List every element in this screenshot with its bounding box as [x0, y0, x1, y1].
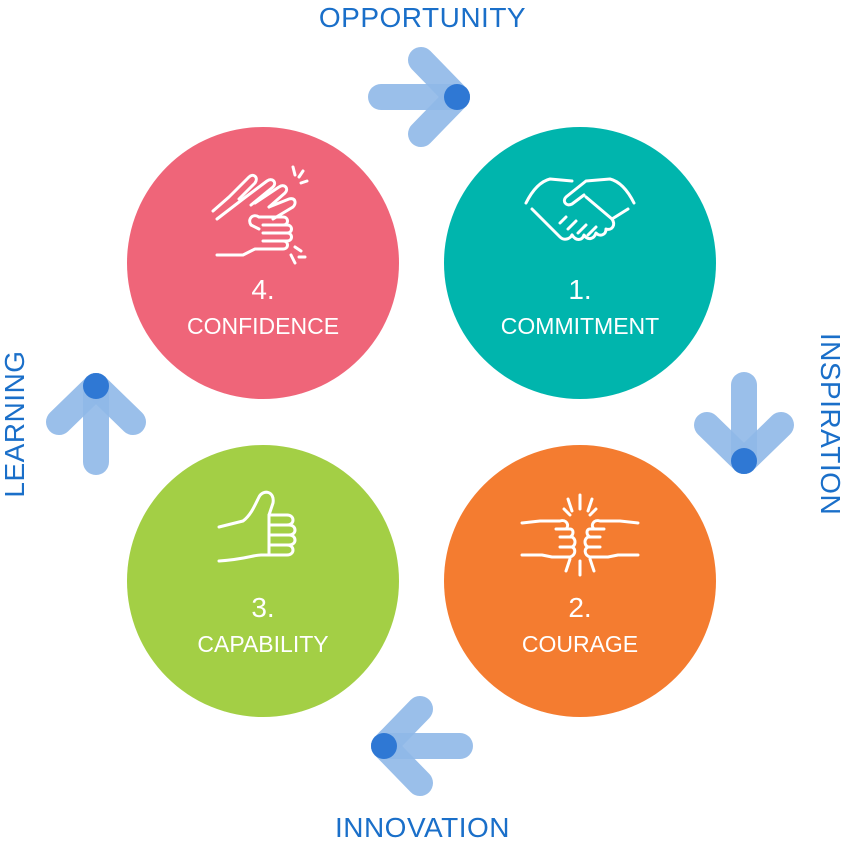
stage-number: 1.	[568, 274, 592, 305]
stage-number: 3.	[251, 592, 275, 623]
stage-number: 2.	[568, 592, 592, 623]
stage-name: COURAGE	[521, 631, 639, 657]
label-innovation: INNOVATION	[334, 812, 511, 843]
arrow-left-icon	[371, 696, 473, 796]
stage-name: CONFIDENCE	[186, 313, 340, 339]
stage-name: CAPABILITY	[197, 631, 329, 657]
fist-bump-icon	[520, 493, 640, 577]
stage-confidence: 4. CONFIDENCE	[127, 127, 399, 399]
arrow-down-icon	[694, 372, 794, 474]
stage-courage: 2. COURAGE	[444, 445, 716, 717]
label-opportunity: OPPORTUNITY	[318, 2, 527, 33]
thumbs-up-icon	[217, 490, 297, 563]
stage-capability: 3. CAPABILITY	[127, 445, 399, 717]
stage-commitment: 1. COMMITMENT	[444, 127, 716, 399]
clapping-hands-icon	[211, 165, 309, 265]
arrow-up-icon	[46, 373, 146, 475]
stage-number: 4.	[251, 274, 275, 305]
arrow-right-icon	[368, 47, 470, 147]
stage-name: COMMITMENT	[500, 313, 660, 339]
handshake-icon	[524, 177, 636, 241]
